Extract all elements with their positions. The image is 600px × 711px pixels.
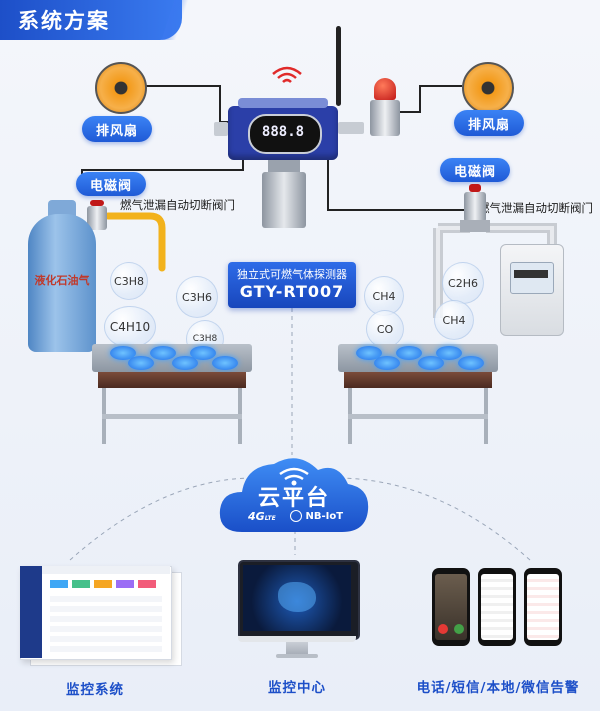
phone-decline-icon [438,624,448,634]
badge-nb-iot: NB-IoT [290,510,343,522]
phone-accept-icon [454,624,464,634]
solenoid-valve-right-icon [460,184,490,232]
antenna-icon [336,26,341,106]
gas-bubble: CH4 [434,300,474,340]
monitor-system-label: 监控系统 [66,682,124,698]
gas-meter [500,244,564,336]
exhaust-fan-right-icon [462,62,514,114]
sensor-body [262,172,306,228]
alarm-light-icon [368,78,402,138]
detector-name: 独立式可燃气体探测器 [237,268,347,281]
detector-label-box: 独立式可燃气体探测器 GTY-RT007 [228,262,356,308]
phone-sms-alert [478,568,516,646]
gas-stove-right [338,344,498,444]
gas-bubble: C3H6 [176,276,218,318]
solenoid-valve-left-icon [84,200,110,230]
gas-stove-left [92,344,252,444]
detector-model: GTY-RT007 [239,282,345,301]
fan-right-label: 排风扇 [454,110,524,136]
monitor-center-screen [238,560,360,660]
phone-wechat-alert [524,568,562,646]
alerts-label: 电话/短信/本地/微信告警 [416,680,580,696]
monitor-center-label: 监控中心 [268,680,326,696]
gas-bubble: C4H10 [104,306,156,348]
nb-iot-icon [290,510,302,522]
valve-right-caption: 燃气泄漏自动切断阀门 [478,201,593,215]
phone-call-alert [432,568,470,646]
gas-detector-device: 888.8 [214,98,364,160]
page-title: 系统方案 [0,0,182,40]
fan-left-label: 排风扇 [82,116,152,142]
lpg-tank: 液化石油气 [28,200,96,352]
valve-left-caption: 燃气泄漏自动切断阀门 [120,198,235,212]
tank-text: 液化石油气 [34,274,90,287]
gas-bubble: C3H8 [110,262,148,300]
valve-right-label: 电磁阀 [440,158,510,182]
monitor-system-dashboard [20,566,182,666]
cloud-platform-icon [219,458,369,532]
detector-display: 888.8 [261,124,305,140]
gas-bubble: CO [366,310,404,348]
valve-left-label: 电磁阀 [76,172,146,196]
exhaust-fan-left-icon [95,62,147,114]
badge-4g: 4GLTE [248,510,276,523]
sensor-head [268,160,300,172]
cloud-title: 云平台 [257,486,330,511]
gas-bubble: C2H6 [442,262,484,304]
wifi-signal-icon [272,66,302,83]
